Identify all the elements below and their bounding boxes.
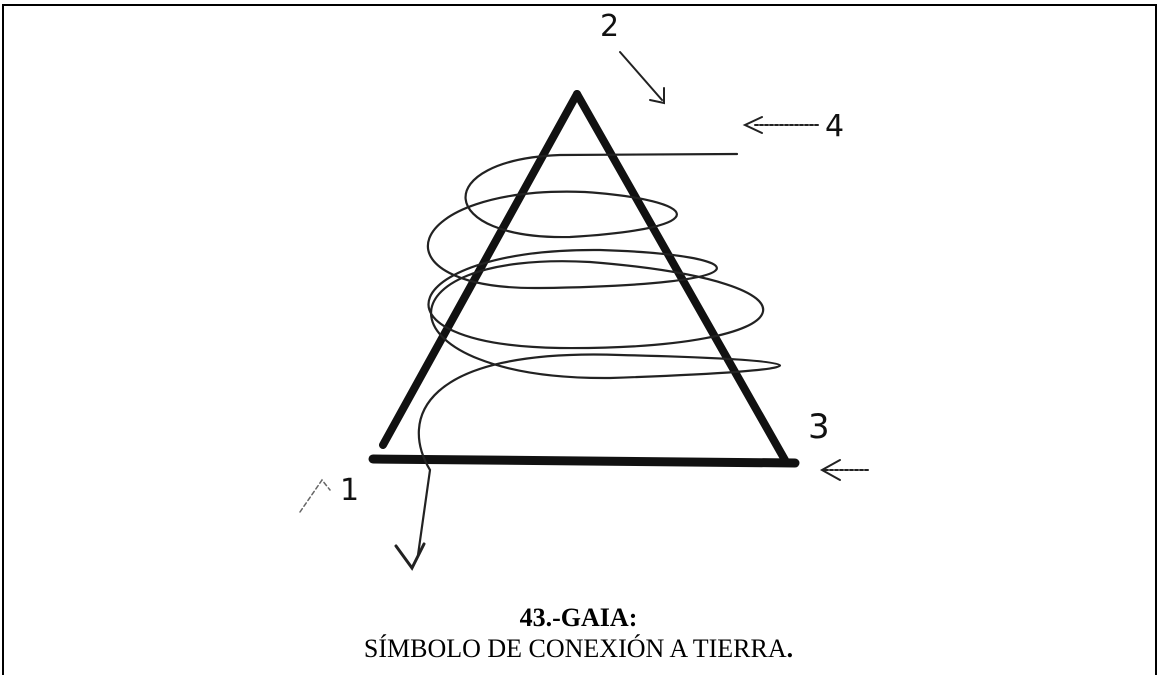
figure-subtitle-period: . <box>787 634 794 663</box>
marker-2: 2 <box>600 9 664 103</box>
arrow-4-icon <box>745 117 820 133</box>
gaia-symbol-diagram: 2 4 3 1 <box>0 0 1157 600</box>
label-2: 2 <box>600 9 619 44</box>
marker-3: 3 <box>808 407 868 480</box>
arrow-1-icon <box>300 480 330 512</box>
triangle-right-side <box>577 94 785 460</box>
figure-subtitle: SÍMBOLO DE CONEXIÓN A TIERRA. <box>0 634 1157 664</box>
triangle-left-side <box>383 94 577 445</box>
arrow-3-icon <box>822 460 868 480</box>
label-4: 4 <box>825 109 844 144</box>
spiral-line <box>396 154 780 568</box>
marker-4: 4 <box>745 109 844 144</box>
label-1: 1 <box>340 473 359 508</box>
arrow-2-icon <box>620 52 664 103</box>
triangle-shape <box>373 94 795 463</box>
figure-subtitle-text: SÍMBOLO DE CONEXIÓN A TIERRA <box>364 634 787 663</box>
figure-title: 43.-GAIA: <box>0 603 1157 633</box>
marker-1: 1 <box>300 473 359 512</box>
label-3: 3 <box>808 407 830 447</box>
triangle-base <box>373 459 795 463</box>
